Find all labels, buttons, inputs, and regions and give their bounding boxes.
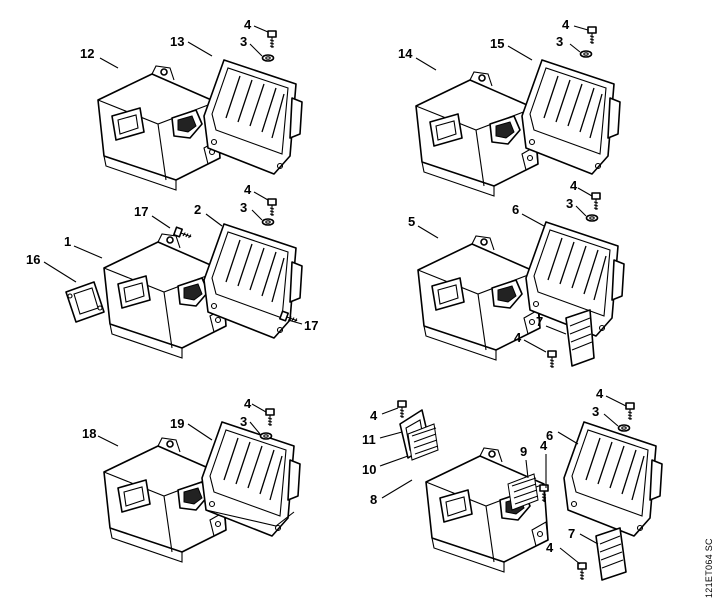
callout-4: 4	[546, 540, 554, 555]
assembly-group-5: 18 19 4 3	[82, 396, 301, 563]
callout-7: 7	[568, 526, 575, 541]
callout-2: 2	[194, 202, 201, 217]
callout-3: 3	[240, 200, 247, 215]
callout-3: 3	[240, 414, 247, 429]
deflector-plate-lower	[595, 527, 627, 581]
assembly-group-2: 14 15 4 3	[398, 17, 621, 197]
callout-18: 18	[82, 426, 96, 441]
callout-10: 10	[362, 462, 376, 477]
callout-7: 7	[536, 314, 543, 329]
callout-4: 4	[596, 386, 604, 401]
callout-9: 9	[520, 444, 527, 459]
callout-4: 4	[540, 438, 548, 453]
assembly-group-6: 4 11 10 8 9 4 6 4 3 7 4	[362, 386, 663, 581]
callout-12: 12	[80, 46, 94, 61]
callout-3: 3	[240, 34, 247, 49]
callout-14: 14	[398, 46, 413, 61]
assembly-group-4: 5 6 4 3 7 4	[408, 178, 625, 369]
deflector-plate	[565, 309, 595, 367]
callout-4: 4	[570, 178, 578, 193]
callout-16: 16	[26, 252, 40, 267]
callout-8: 8	[370, 492, 377, 507]
callout-4: 4	[244, 182, 252, 197]
gasket	[65, 281, 105, 323]
callout-4: 4	[370, 408, 378, 423]
assembly-group-1: 12 13 4 3	[80, 17, 303, 191]
callout-3: 3	[592, 404, 599, 419]
callout-13: 13	[170, 34, 184, 49]
callout-6: 6	[512, 202, 519, 217]
callout-5: 5	[408, 214, 415, 229]
callout-11: 11	[362, 432, 376, 447]
callout-4: 4	[244, 17, 252, 32]
callout-1: 1	[64, 234, 71, 249]
callout-19: 19	[170, 416, 184, 431]
callout-4: 4	[514, 330, 522, 345]
callout-17: 17	[304, 318, 318, 333]
callout-4: 4	[244, 396, 252, 411]
callout-4: 4	[562, 17, 570, 32]
drawing-reference-code: 121ET064 SC	[704, 538, 714, 598]
assembly-group-3: 1 16 17 2 4 3 17	[26, 182, 318, 359]
callout-3: 3	[556, 34, 563, 49]
callout-3: 3	[566, 196, 573, 211]
callout-6: 6	[546, 428, 553, 443]
callout-17: 17	[134, 204, 148, 219]
callout-15: 15	[490, 36, 504, 51]
